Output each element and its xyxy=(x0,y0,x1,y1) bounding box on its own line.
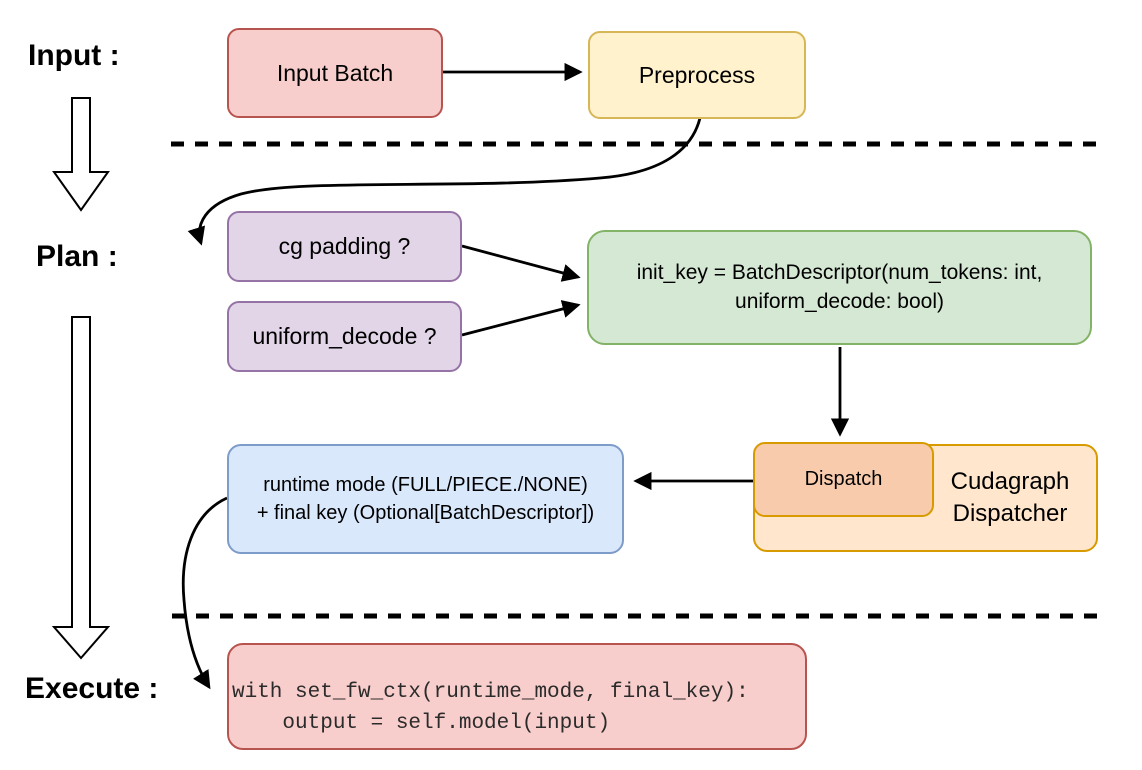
node-cudagraph-dispatcher-line2: Dispatcher xyxy=(952,500,1068,527)
arrow-uniformdecode-to-initkey xyxy=(461,300,581,337)
arrow-cgpadding-to-initkey xyxy=(461,244,581,282)
node-cg-padding-label: cg padding ? xyxy=(278,233,411,260)
node-uniform-decode-label: uniform_decode ? xyxy=(252,323,437,350)
node-init-key-line1: init_key = BatchDescriptor(num_tokens: i… xyxy=(636,260,1043,284)
node-input-batch: Input Batch xyxy=(227,28,443,118)
arrow-preprocess-to-cgpadding xyxy=(187,117,702,246)
node-runtime-mode: runtime mode (FULL/PIECE./NONE) + final … xyxy=(227,444,624,554)
node-cudagraph-dispatcher-line1: Cudagraph xyxy=(950,467,1070,495)
phase-label-execute: Execute : xyxy=(25,672,159,705)
node-runtime-line2: + final key (Optional[BatchDescriptor]) xyxy=(256,502,595,524)
down-arrow-icon xyxy=(52,97,110,212)
node-preprocess: Preprocess xyxy=(588,31,806,119)
node-runtime-line1: runtime mode (FULL/PIECE./NONE) xyxy=(263,474,588,496)
node-execute-code: with set_fw_ctx(runtime_mode, final_key)… xyxy=(227,643,807,750)
node-preprocess-label: Preprocess xyxy=(638,61,756,88)
long-down-arrow-icon xyxy=(51,316,111,660)
node-dispatch: Dispatch xyxy=(753,442,934,517)
node-init-key-line2: uniform_decode: bool) xyxy=(735,289,944,313)
arrow-runtime-to-execute xyxy=(181,496,228,690)
node-dispatch-label: Dispatch xyxy=(804,468,883,490)
node-init-key: init_key = BatchDescriptor(num_tokens: i… xyxy=(587,230,1092,345)
node-input-batch-label: Input Batch xyxy=(276,59,394,86)
phase-label-plan: Plan : xyxy=(36,240,118,273)
node-uniform-decode: uniform_decode ? xyxy=(227,301,462,372)
node-cg-padding: cg padding ? xyxy=(227,211,462,282)
node-cudagraph-dispatcher-label: Cudagraph Dispatcher xyxy=(924,466,1096,531)
phase-label-input: Input : xyxy=(28,39,120,72)
node-execute-code-line1: with set_fw_ctx(runtime_mode, final_key)… xyxy=(232,681,749,704)
node-execute-code-line2: output = self.model(input) xyxy=(232,712,611,735)
